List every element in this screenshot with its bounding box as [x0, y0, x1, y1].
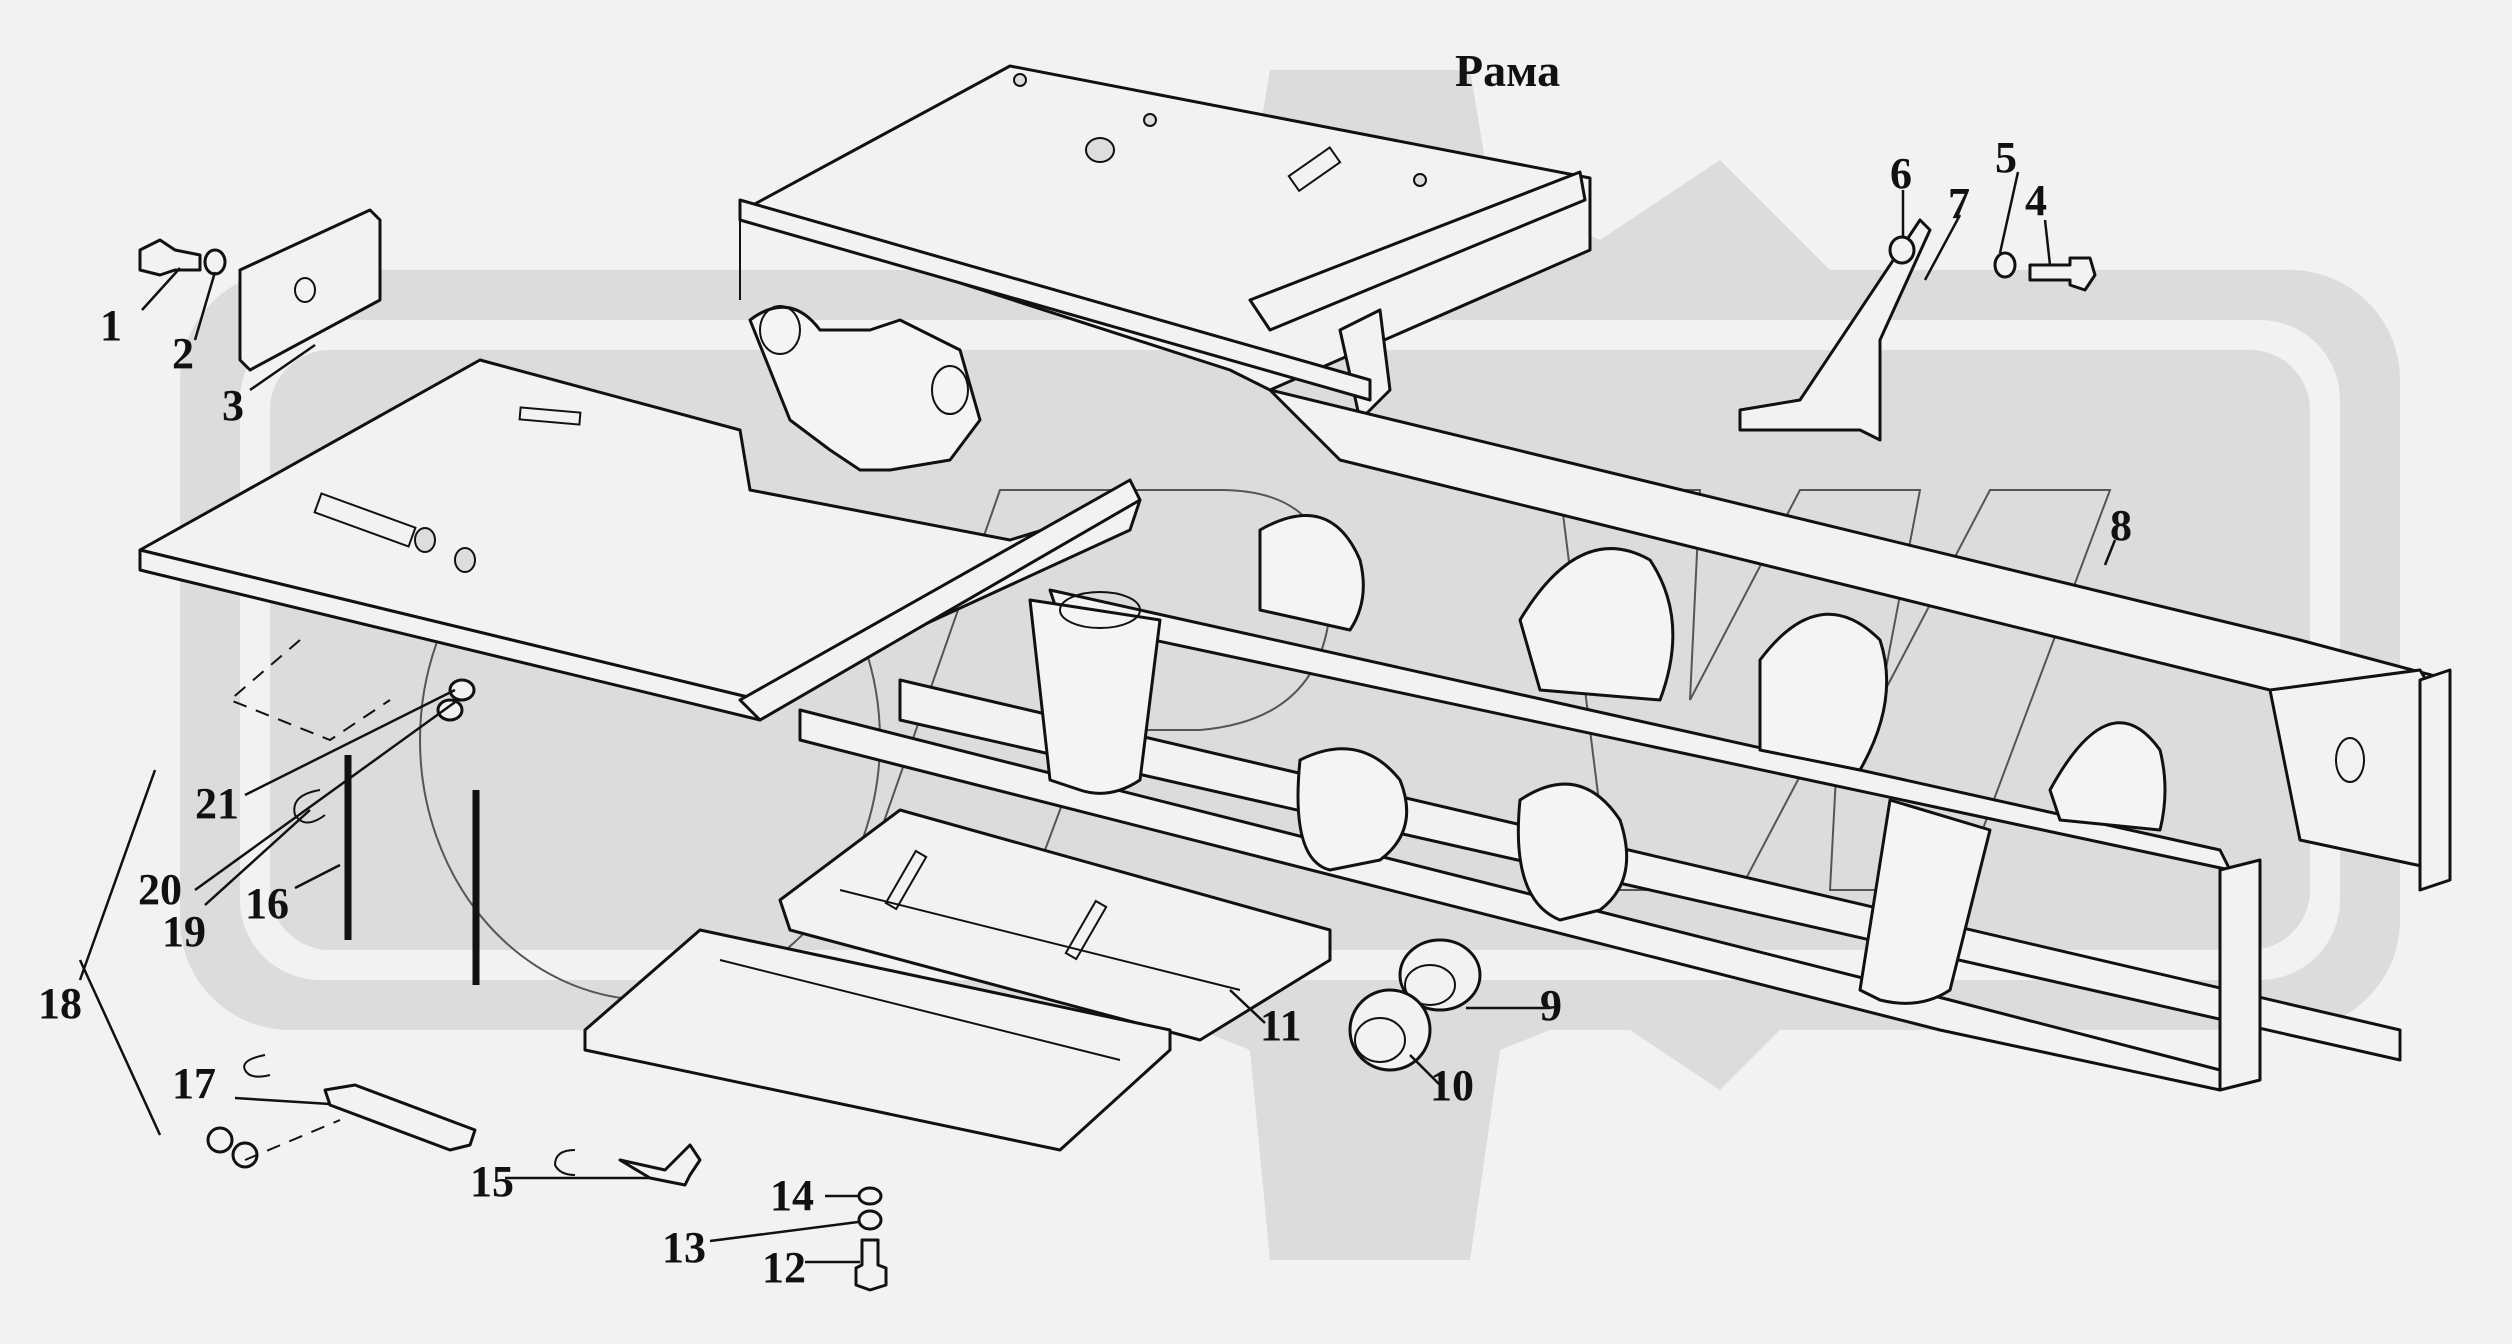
part-label-11: 11 [1260, 1001, 1302, 1050]
part-label-17: 17 [172, 1059, 216, 1108]
part-label-12: 12 [762, 1243, 806, 1292]
part-label-13: 13 [662, 1223, 706, 1272]
clamp-plate-17 [323, 1083, 477, 1152]
hub-rear [1858, 798, 1992, 1005]
bolt-12 [854, 1238, 888, 1292]
part-label-18: 18 [38, 979, 82, 1028]
watermark-letter-w [1558, 489, 2112, 891]
leader-lines [78, 171, 2117, 1264]
diagram-title: Рама [1455, 45, 1560, 96]
washer-13 [857, 1209, 883, 1231]
idler-wheel-1 [1258, 514, 1365, 632]
idler-wheel-2 [1518, 547, 1675, 702]
top-rail [738, 198, 1372, 402]
hub-right [1516, 782, 1629, 922]
part-label-3: 3 [222, 381, 244, 430]
part-label-5: 5 [1995, 133, 2017, 182]
clamp-15 [618, 1143, 702, 1187]
part-label-7: 7 [1948, 179, 1970, 228]
part-label-19: 19 [162, 907, 206, 956]
part-label-21: 21 [195, 779, 239, 828]
washer-2 [203, 248, 227, 276]
left-platform-rail [738, 478, 1142, 722]
upper-crossbar [1248, 170, 1587, 332]
frame-assembly [138, 64, 2452, 1292]
hub-middle [1296, 747, 1409, 872]
part-label-2: 2 [172, 329, 194, 378]
rear-end-post [2418, 668, 2452, 892]
part-label-16: 16 [245, 879, 289, 928]
part-label-1: 1 [100, 301, 122, 350]
part-label-14: 14 [770, 1171, 814, 1220]
washer-5 [1993, 251, 2017, 279]
bolt-1 [138, 238, 202, 277]
part-label-10: 10 [1430, 1061, 1474, 1110]
floor-panel-lower [583, 928, 1172, 1152]
hub-left [1028, 598, 1162, 795]
part-label-15: 15 [470, 1157, 514, 1206]
idler-wheel-4 [2048, 721, 2167, 832]
u-bolt-19 [293, 789, 326, 824]
idler-wheel-3 [1758, 612, 1889, 772]
part-label-20: 20 [138, 865, 182, 914]
lock-washer-14 [857, 1186, 883, 1206]
bolt-4 [2028, 256, 2097, 292]
part-label-8: 8 [2110, 501, 2132, 550]
bushing-10 [1348, 988, 1432, 1072]
floor-panel-upper [778, 808, 1332, 1042]
bushing-9 [1398, 938, 1482, 1012]
front-end-plate [2218, 858, 2262, 1092]
part-label-4: 4 [2025, 176, 2047, 225]
part-label-9: 9 [1540, 981, 1562, 1030]
mounting-plate-3 [238, 208, 382, 372]
nut-6 [1888, 235, 1916, 265]
part-label-6: 6 [1890, 149, 1912, 198]
